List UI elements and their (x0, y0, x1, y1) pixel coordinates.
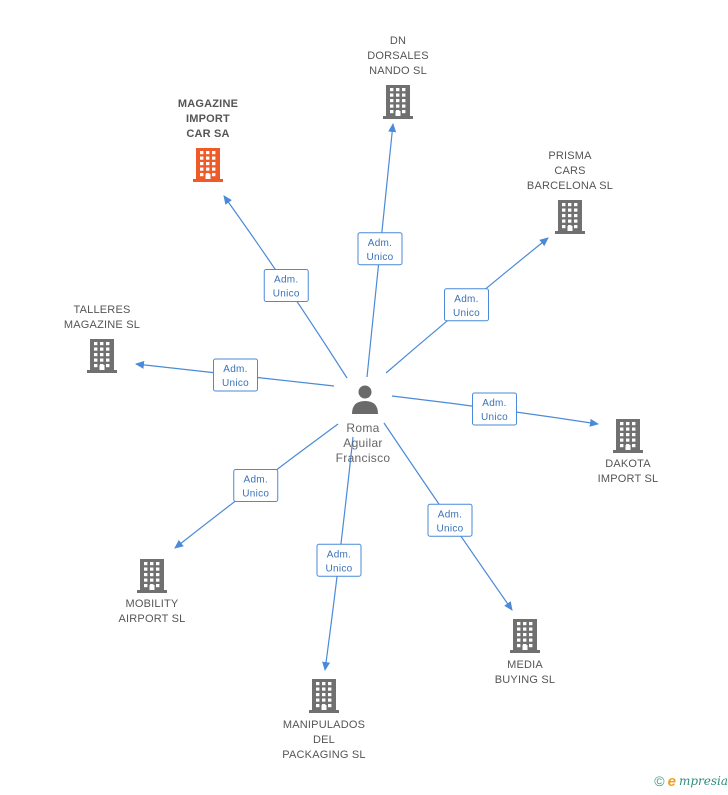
edge-label-text: Unico (366, 252, 393, 263)
building-icon (510, 619, 540, 653)
node-label-line: PACKAGING SL (282, 749, 366, 761)
edge-label-text: Adm. (274, 275, 299, 286)
edge-label-text: Unico (436, 523, 463, 534)
node-media-buying[interactable]: MEDIA BUYING SL (495, 619, 556, 686)
nodes-layer: MAGAZINE IMPORT CAR SA DN DORSALES NANDO SL PR… (64, 35, 658, 761)
edge-label-box (213, 358, 258, 392)
edge-label-text: Adm. (482, 398, 507, 409)
person-icon (352, 385, 378, 414)
building-icon (87, 339, 117, 373)
edge-label-text: Unico (273, 289, 300, 300)
edge-label-text: Adm. (327, 549, 352, 560)
edge-dakota-import[interactable]: Adm. Unico (391, 392, 599, 427)
edge-mobility-airport[interactable]: Adm. Unico (174, 423, 339, 549)
building-icon (555, 200, 585, 234)
node-label-line: DN (390, 35, 406, 47)
edges-layer: Adm.UnicoAdm.UnicoAdm.UnicoAdm.UnicoAdm.… (135, 123, 599, 671)
edge-magazine-import-car[interactable]: Adm. Unico (223, 195, 348, 379)
edge-label-box (357, 232, 403, 266)
node-talleres-magazine[interactable]: TALLERES MAGAZINE SL (64, 304, 140, 373)
edge-label-text: Adm. (454, 294, 479, 305)
center-label-line: Francisco (336, 451, 391, 465)
edge-label-text: Unico (242, 489, 269, 500)
edge-label-text: Adm. (368, 238, 393, 249)
brand-name: mpresia (678, 774, 728, 788)
edge-label-text: Adm. (223, 364, 248, 375)
node-label-line: MOBILITY (126, 598, 179, 610)
edge-label-text: Unico (222, 378, 249, 389)
edge-label-box (233, 469, 279, 502)
node-mobility-airport[interactable]: MOBILITY AIRPORT SL (118, 559, 185, 625)
edge-label-box (427, 503, 473, 537)
node-label-line: BUYING SL (495, 674, 556, 686)
node-label-line: CARS (554, 165, 585, 177)
node-label-line: IMPORT (186, 113, 230, 125)
node-label-line: MEDIA (507, 659, 543, 671)
edge-prisma-cars-barcelona[interactable]: Adm. Unico (385, 237, 549, 374)
edge-label-text: Unico (481, 412, 508, 423)
edge-dn-dorsales-nando[interactable]: Adm. Unico (357, 123, 403, 378)
copyright-symbol: © (654, 773, 665, 789)
building-icon (613, 419, 643, 453)
node-label-line: NANDO SL (369, 65, 427, 77)
node-label-line: DAKOTA (605, 458, 651, 470)
edge-label-text: Adm. (438, 509, 463, 520)
node-label-line: MAGAZINE (178, 98, 238, 110)
edge-label-text: Unico (453, 308, 480, 319)
edge-manipulados-del-packaging[interactable]: Adm. Unico (316, 436, 362, 671)
edge-label-box (316, 543, 362, 577)
node-manipulados-del-packaging[interactable]: MANIPULADOS DEL PACKAGING SL (282, 679, 366, 761)
node-label-line: DEL (313, 734, 335, 746)
edge-label-text: Adm. (243, 475, 268, 486)
building-icon (193, 148, 223, 182)
edge-label-text: Unico (325, 563, 352, 574)
node-magazine-import-car[interactable]: MAGAZINE IMPORT CAR SA (178, 98, 238, 182)
node-label-line: MAGAZINE SL (64, 319, 140, 331)
center-label-line: Aguilar (343, 436, 382, 450)
node-label-line: BARCELONA SL (527, 180, 613, 192)
brand-initial: e (667, 772, 676, 790)
center-label-line: Roma (346, 421, 379, 435)
edge-media-buying[interactable]: Adm. Unico (383, 422, 513, 611)
node-label-line: AIRPORT SL (118, 613, 185, 625)
edge-label-box (472, 392, 517, 426)
edge-talleres-magazine[interactable]: Adm. Unico (135, 358, 335, 392)
node-label-line: PRISMA (548, 150, 592, 162)
node-dn-dorsales-nando[interactable]: DN DORSALES NANDO SL (367, 35, 429, 119)
node-label-line: CAR SA (186, 128, 229, 140)
edge-label-box (263, 269, 309, 302)
building-icon (309, 679, 339, 713)
node-label-line: DORSALES (367, 50, 429, 62)
node-prisma-cars-barcelona[interactable]: PRISMA CARS BARCELONA SL (527, 150, 613, 234)
node-label-line: TALLERES (73, 304, 130, 316)
building-icon (137, 559, 167, 593)
edge-label-box (444, 288, 489, 322)
node-label-line: IMPORT SL (598, 473, 659, 485)
building-icon (383, 85, 413, 119)
node-dakota-import[interactable]: DAKOTA IMPORT SL (598, 419, 659, 485)
node-label-line: MANIPULADOS (283, 719, 365, 731)
